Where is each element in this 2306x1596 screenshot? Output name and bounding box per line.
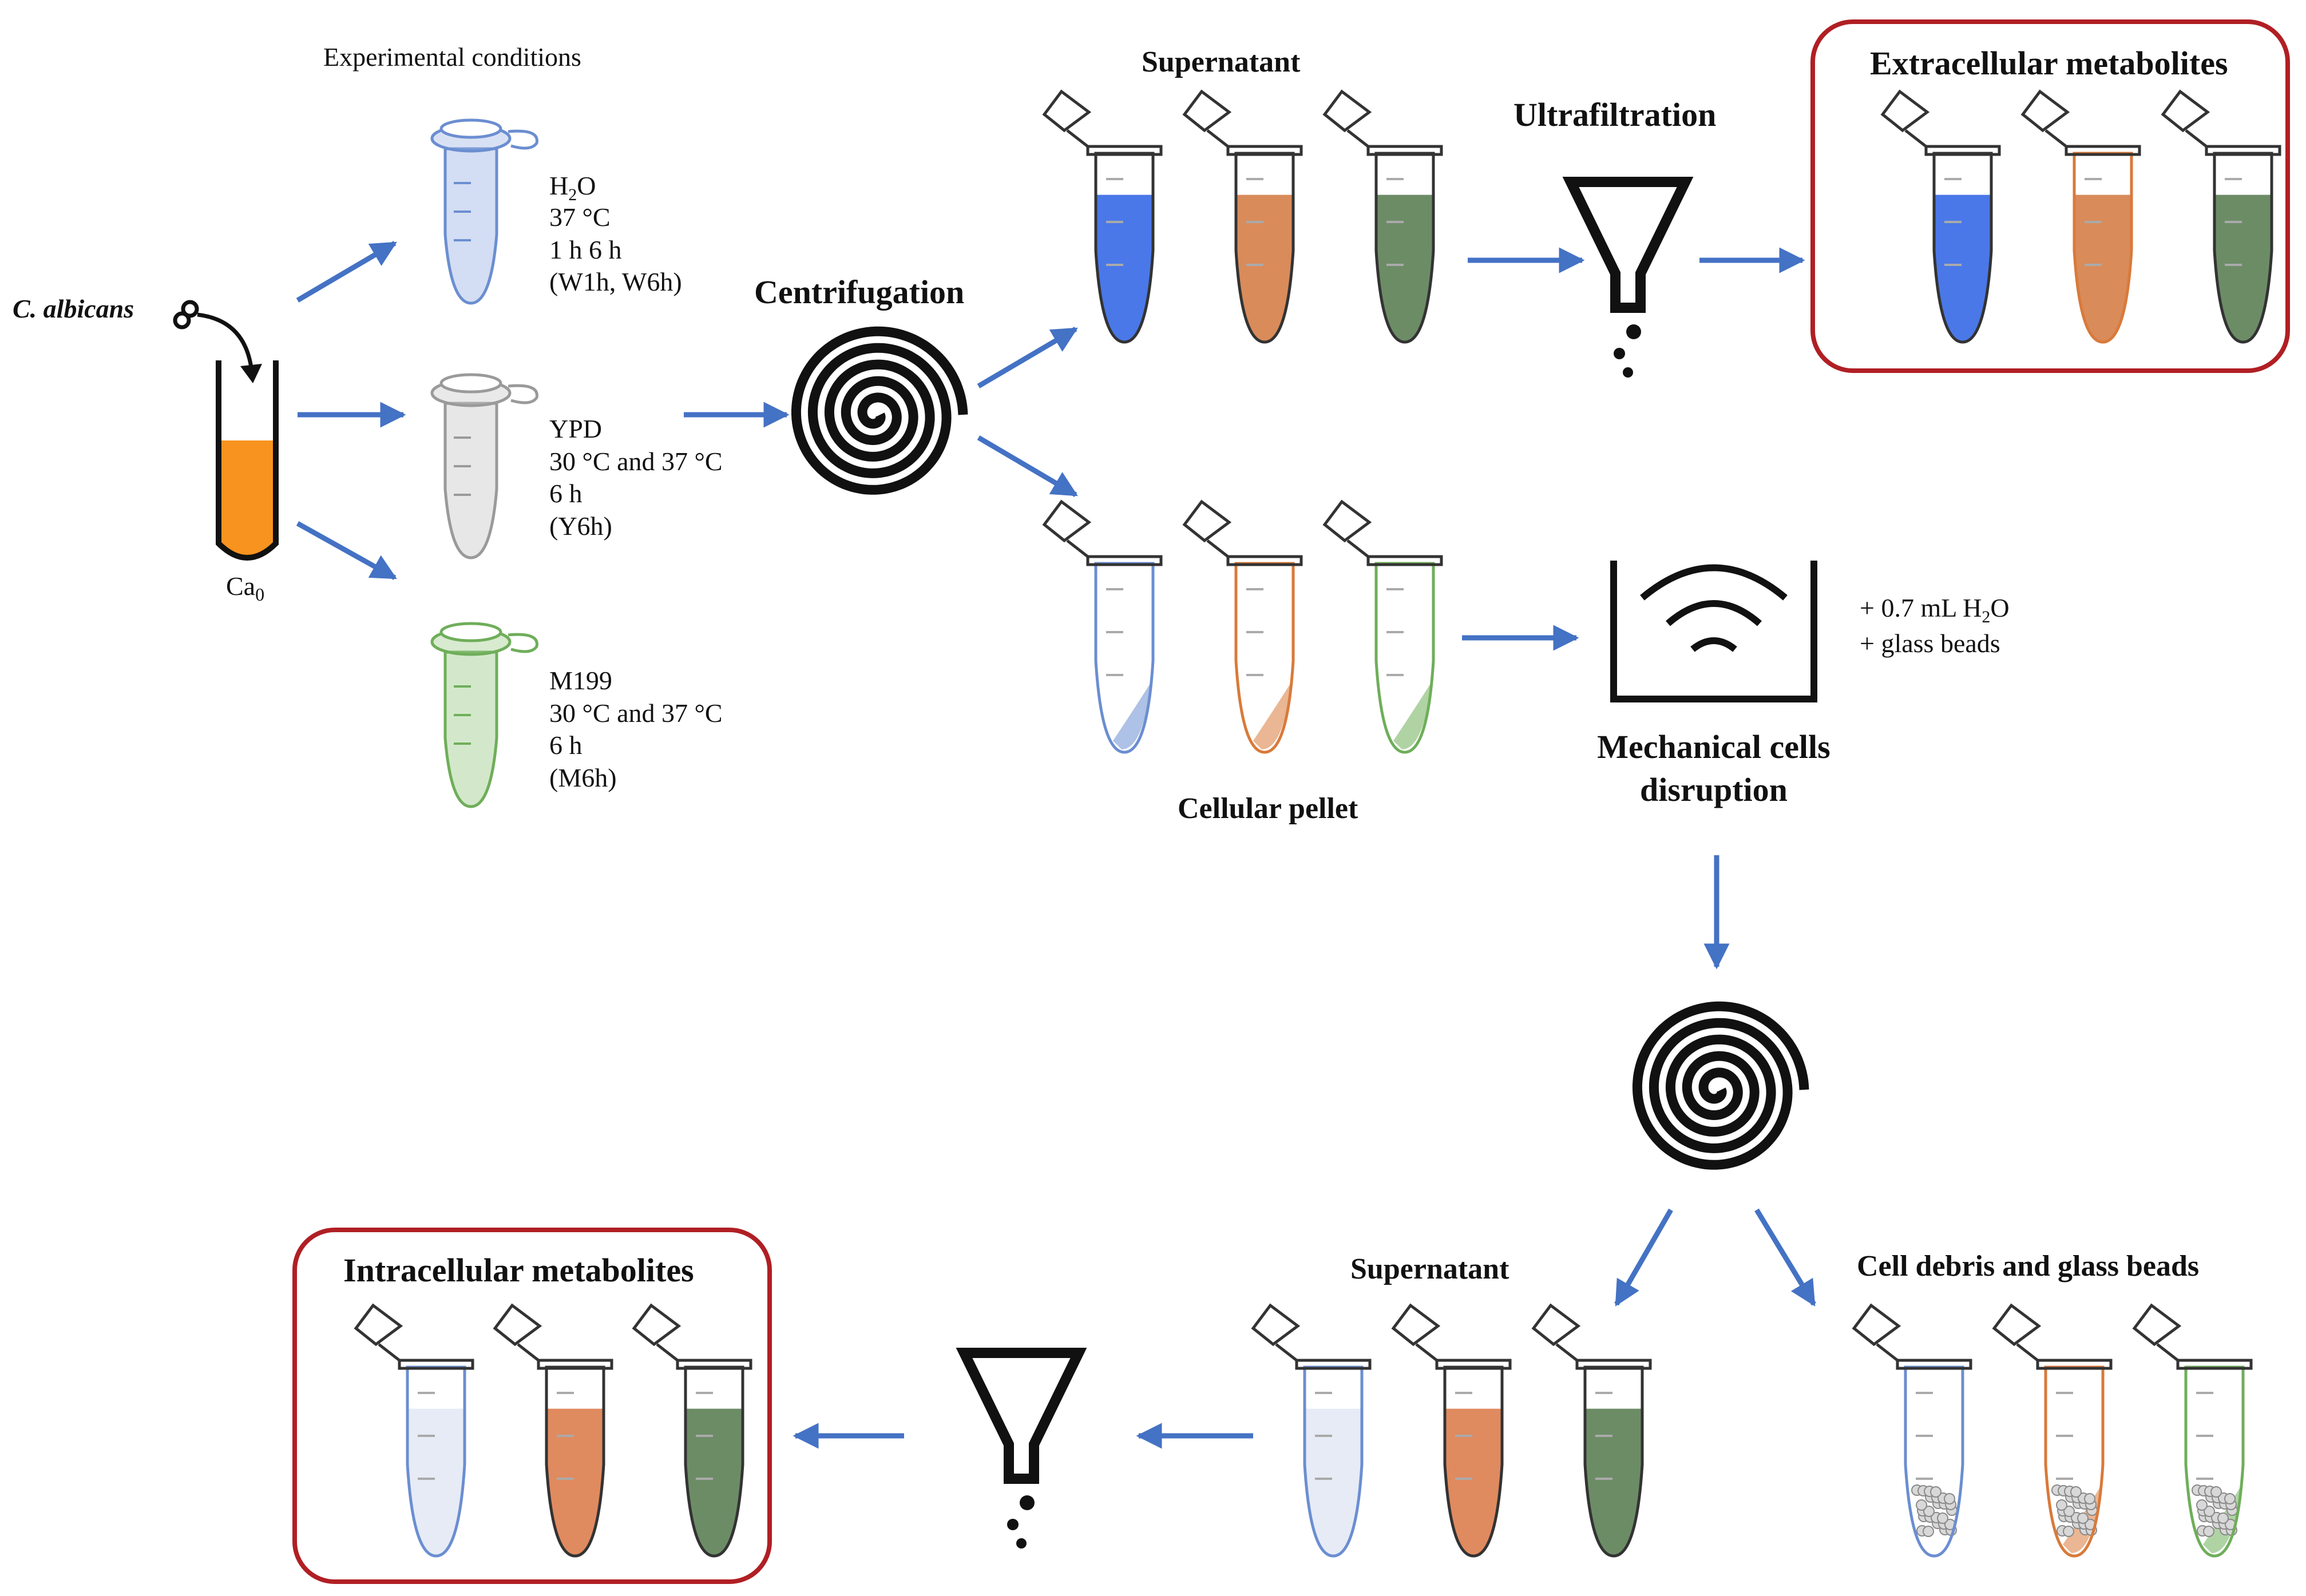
supernatant-bottom-label: Supernatant (1350, 1253, 1509, 1285)
m199-code: (M6h) (549, 763, 617, 792)
extracellular-box (1810, 19, 2290, 373)
extra-water-tube (1880, 89, 2001, 344)
ultrafiltration-label: Ultrafiltration (1513, 96, 1716, 133)
ypd-code: (Y6h) (549, 511, 612, 541)
ypd-temp: 30 °C and 37 °C (549, 447, 723, 476)
m199-time: 6 h (549, 730, 583, 760)
water-condition-tube (430, 118, 538, 305)
intra-water-tube (354, 1303, 474, 1558)
debris-water-tube (1852, 1303, 1972, 1558)
filter-funnel-icon-2 (956, 1348, 1087, 1549)
arrow-to-m199 (296, 521, 397, 580)
sup-top-m199-tube (1322, 89, 1443, 344)
pellet-ypd-tube (1182, 499, 1303, 754)
debris-m199-tube (2132, 1303, 2253, 1558)
ypd-medium: YPD (549, 414, 602, 443)
mechanical-disruption-line2: disruption (1640, 771, 1788, 808)
arrow-to-pellet (977, 435, 1078, 497)
sup-top-water-tube (1042, 89, 1163, 344)
centrifuge-spiral-icon (791, 326, 968, 495)
intracellular-box (292, 1228, 772, 1584)
pellet-water-tube (1042, 499, 1163, 754)
centrifugation-label: Centrifugation (754, 273, 964, 311)
water-time: 1 h 6 h (549, 235, 622, 264)
arrow-to-supernatant (977, 327, 1078, 388)
water-code: (W1h, W6h) (549, 267, 682, 296)
pellet-m199-tube (1322, 499, 1443, 754)
debris-label: Cell debris and glass beads (1857, 1250, 2199, 1283)
water-temp: 37 °C (549, 203, 611, 232)
mechanical-disruption-line1: Mechanical cells (1597, 728, 1830, 765)
ca0-tube (216, 360, 279, 561)
m199-medium: M199 (549, 666, 612, 695)
filter-funnel-icon (1562, 177, 1694, 378)
water-medium: H2O (549, 171, 596, 204)
arrow-to-debris (1754, 1208, 1816, 1307)
arrow-to-bottom-supernatant (1614, 1208, 1673, 1307)
cellular-pellet-label: Cellular pellet (1178, 792, 1358, 825)
extra-m199-tube (2161, 89, 2281, 344)
organism-label: C. albicans (13, 294, 134, 323)
experimental-conditions-title: Experimental conditions (323, 42, 581, 72)
ca0-label: Ca0 (226, 571, 264, 605)
intra-ypd-tube (493, 1303, 613, 1558)
inoculation-arrowhead (240, 364, 262, 383)
extra-ypd-tube (2020, 89, 2141, 344)
ypd-time: 6 h (549, 479, 583, 508)
yeast-cell-icon (173, 300, 199, 329)
supernatant-top-label: Supernatant (1142, 46, 1301, 78)
m199-temp: 30 °C and 37 °C (549, 698, 723, 728)
arrow-to-water (296, 241, 397, 303)
additive-water: + 0.7 mL H2O (1860, 593, 2010, 626)
sup-bottom-m199-tube (1531, 1303, 1652, 1558)
ypd-condition-tube (430, 373, 538, 559)
additive-beads: + glass beads (1860, 629, 2000, 658)
centrifuge-spiral-icon-2 (1632, 1001, 1809, 1170)
intra-m199-tube (632, 1303, 752, 1558)
intracellular-label: Intracellular metabolites (343, 1252, 694, 1289)
sup-bottom-ypd-tube (1391, 1303, 1512, 1558)
sup-bottom-water-tube (1251, 1303, 1372, 1558)
debris-ypd-tube (1992, 1303, 2113, 1558)
extracellular-label: Extracellular metabolites (1870, 45, 2228, 82)
inoculation-arrow (197, 312, 254, 372)
sonicator-bath-icon (1610, 561, 1817, 702)
m199-condition-tube (430, 622, 538, 808)
sup-top-ypd-tube (1182, 89, 1303, 344)
